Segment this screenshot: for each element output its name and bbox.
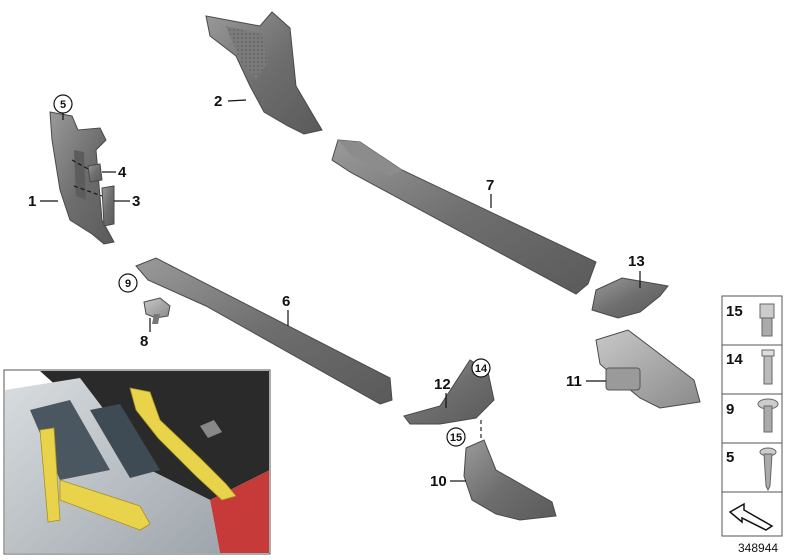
- callout-7-label: 7: [486, 177, 494, 194]
- part-7-sill-trim: [331, 139, 597, 295]
- callout-13-label: 13: [628, 253, 645, 270]
- diagram-id: 348944: [738, 541, 778, 555]
- part-12-bracket: [403, 359, 495, 425]
- part-4-clip: [87, 163, 103, 183]
- part-3-insert: [101, 185, 115, 227]
- callout-10-label: 10: [430, 473, 447, 490]
- callout-6-label: 6: [282, 293, 290, 310]
- screw-washer-icon: [757, 398, 779, 433]
- callout-15-circle: [446, 427, 466, 447]
- leader-2: [227, 99, 247, 102]
- dash-4: [71, 159, 91, 171]
- callout-4-label: 4: [118, 164, 127, 181]
- arrow-box: [721, 491, 783, 537]
- part-8-bracket: [143, 297, 171, 324]
- part-13-bracket: [591, 277, 669, 319]
- callout-12-label: 12: [434, 376, 451, 393]
- tapping-screw-icon: [759, 447, 777, 492]
- arrow-icon: [728, 502, 774, 531]
- part-10-housing: [463, 439, 557, 521]
- part-6-sill-trim: [135, 257, 393, 405]
- part-2-pillar-trim: [205, 11, 323, 135]
- callout-1-label: 1: [28, 193, 36, 210]
- callout-9-circle: [118, 273, 138, 293]
- callout-9-label: 9: [125, 278, 131, 290]
- push-clip-icon: [759, 303, 775, 337]
- vehicle-inset: [3, 369, 271, 555]
- expansion-rivet-icon: [761, 349, 775, 385]
- legend-item-5: 5: [726, 449, 734, 466]
- callout-3-label: 3: [132, 193, 140, 210]
- legend-item-14: 14: [726, 351, 743, 368]
- legend-item-9: 9: [726, 401, 734, 418]
- dash-3: [73, 185, 103, 197]
- callout-11-label: 11: [566, 373, 582, 390]
- callout-15-label: 15: [450, 432, 462, 444]
- callout-2-label: 2: [214, 93, 222, 110]
- part-11-housing: [595, 329, 701, 409]
- callout-8-label: 8: [140, 333, 148, 350]
- legend-item-15: 15: [726, 303, 743, 320]
- callout-5-label: 5: [60, 99, 66, 111]
- callout-14-label: 14: [475, 363, 488, 375]
- fastener-legend: 15 14 9 5: [721, 295, 783, 493]
- callout-14-circle: [471, 358, 491, 378]
